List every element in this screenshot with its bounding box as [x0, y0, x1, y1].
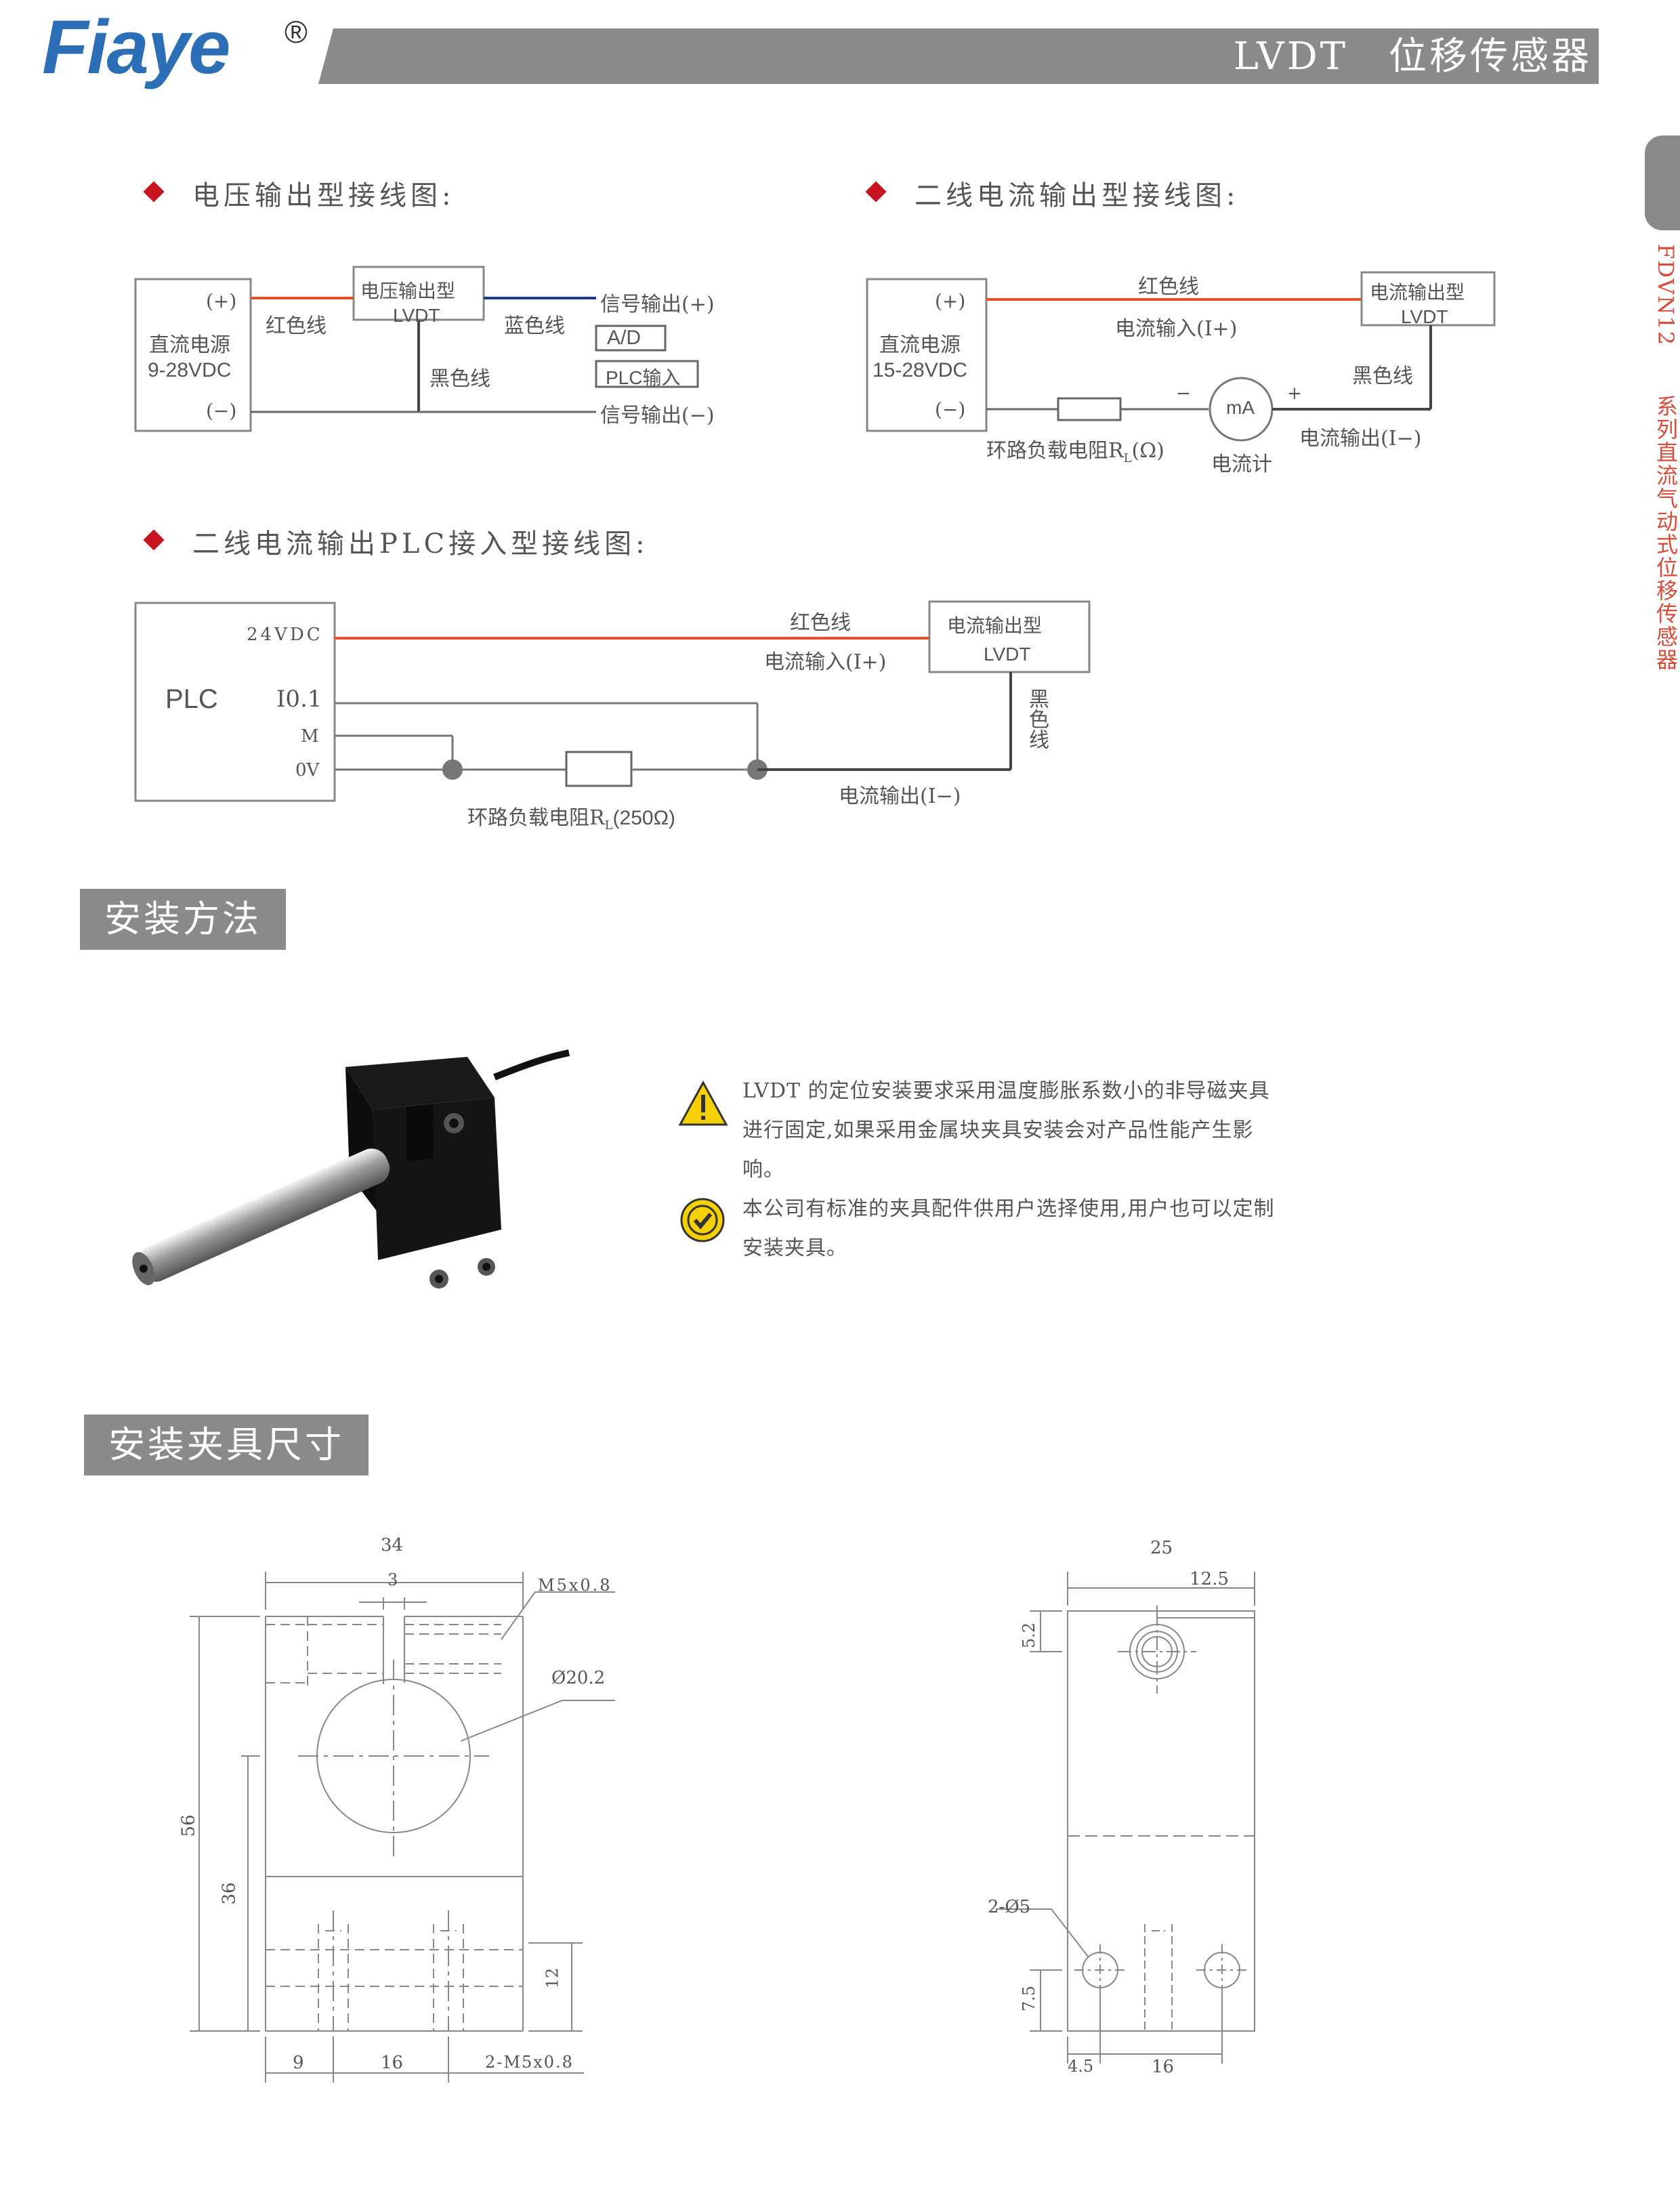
- ad-box: [595, 325, 667, 352]
- plc-input-box: [595, 360, 699, 388]
- pin-0v: 0V: [295, 760, 320, 780]
- side-tab: [1645, 135, 1680, 230]
- red-wire-label: 红色线: [1138, 275, 1199, 299]
- supply-minus: (−): [206, 400, 237, 422]
- black-wire-label: 黑色线: [429, 367, 490, 391]
- dim-hole-height: 7.5: [1020, 1985, 1039, 2012]
- signal-plus: 信号输出(+): [600, 293, 715, 316]
- supply-plus: (+): [935, 290, 966, 312]
- plc-label: PLC: [165, 684, 218, 714]
- check-note: 本公司有标准的夹具配件供用户选择使用,用户也可以定制安装夹具。: [742, 1197, 1275, 1260]
- plc-input-label: PLC输入: [606, 367, 681, 388]
- resistor-label: 环路负载电阻RL(Ω): [986, 439, 1164, 465]
- dim-left-offset: 9: [293, 2053, 304, 2073]
- current-in-label: 电流输入(I+): [764, 650, 887, 674]
- current-wiring-title: 二线电流输出型接线图:: [915, 180, 1240, 211]
- device-label-1: 电流输出型: [1370, 281, 1465, 304]
- clamp-front-view: [190, 1572, 615, 2083]
- signal-minus: 信号输出(−): [600, 404, 715, 427]
- meter-label: mA: [1226, 397, 1255, 418]
- supply-minus: (−): [935, 398, 966, 421]
- side-series: 系列直流气动式位移传感器: [1654, 395, 1678, 672]
- device-label-1: 电流输出型: [947, 614, 1043, 637]
- bullet-icon: [865, 181, 887, 203]
- device-label-2: LVDT: [1401, 306, 1448, 327]
- pin-m: M: [301, 726, 319, 747]
- plc-wiring-title: 二线电流输出PLC接入型接线图:: [192, 528, 649, 560]
- dim-side-half: 12.5: [1190, 1569, 1229, 1589]
- pin-io: I0.1: [276, 686, 322, 713]
- junction-dot: [442, 759, 463, 780]
- ammeter-label: 电流计: [1211, 453, 1272, 476]
- dim-hole-left: 4.5: [1068, 2057, 1094, 2076]
- dim-bottom-thread: 2-M5x0.8: [485, 2053, 574, 2072]
- dim-slot: 3: [387, 1570, 398, 1589]
- load-resistor: [565, 751, 633, 787]
- meter-plus: +: [1287, 383, 1302, 404]
- voltage-wiring-title: 电压输出型接线图:: [192, 180, 455, 211]
- dim-pitch: 16: [381, 2053, 404, 2073]
- red-wire-label: 红色线: [266, 314, 327, 338]
- warning-triangle-icon: [678, 1080, 728, 1126]
- power-supply-box: [866, 278, 988, 432]
- dim-bore: Ø20.2: [551, 1668, 606, 1688]
- brand-logo: Fiaye: [42, 5, 230, 89]
- meter-minus: −: [1176, 383, 1191, 404]
- current-wiring-diagram: [866, 271, 1496, 442]
- dim-height: 56: [178, 1814, 199, 1837]
- supply-range: 15-28VDC: [873, 359, 968, 381]
- dim-width: 34: [381, 1535, 404, 1555]
- plc-wiring-diagram: [134, 600, 1091, 802]
- header-bar: [318, 28, 1599, 84]
- ad-label: A/D: [607, 327, 642, 349]
- device-label-2: LVDT: [393, 305, 440, 326]
- install-banner: 安装方法: [80, 889, 286, 950]
- load-resistor: [1057, 397, 1122, 421]
- dim-side-width: 25: [1150, 1538, 1173, 1558]
- dim-thread: M5x0.8: [538, 1576, 612, 1595]
- red-wire-label: 红色线: [790, 611, 851, 635]
- voltage-wiring-diagram: [134, 266, 699, 432]
- current-out-label: 电流输出(I−): [839, 784, 961, 808]
- dim-side-pitch: 16: [1152, 2057, 1175, 2077]
- check-circle-icon: [680, 1198, 725, 1242]
- supply-name: 直流电源: [149, 333, 230, 357]
- bullet-icon: [143, 181, 165, 203]
- dim-top-offset: 5.2: [1020, 1622, 1039, 1649]
- side-model: FDVN12: [1653, 244, 1679, 347]
- dim-hole-depth: 12: [543, 1967, 562, 1989]
- warning-note: LVDT 的定位安装要求采用温度膨胀系数小的非导磁夹具进行固定,如果采用金属块夹…: [742, 1079, 1270, 1181]
- black-wire-label: 黑色线: [1352, 364, 1413, 388]
- lvdt-product-photo: [132, 1049, 570, 1289]
- supply-plus: (+): [206, 290, 237, 312]
- pin-24v: 24VDC: [247, 625, 323, 645]
- dim-holes: 2-Ø5: [988, 1897, 1031, 1917]
- power-supply-box: [134, 278, 252, 432]
- supply-range: 9-28VDC: [148, 359, 232, 381]
- bullet-icon: [143, 529, 165, 551]
- black-wire-label: 黑色线: [1025, 688, 1049, 749]
- resistor-label: 环路负载电阻RL(250Ω): [467, 806, 676, 833]
- dim-center: 36: [219, 1882, 240, 1905]
- registered-mark: ®: [285, 14, 308, 49]
- side-label: FDVN12 系列直流气动式位移传感器: [1650, 244, 1680, 671]
- blue-wire-label: 蓝色线: [504, 314, 565, 338]
- device-label-1: 电压输出型: [360, 280, 456, 302]
- device-label-2: LVDT: [984, 644, 1031, 665]
- current-in-label: 电流输入(I+): [1115, 317, 1238, 341]
- page-title: LVDT 位移传感器: [1233, 35, 1592, 79]
- current-out-label: 电流输出(I−): [1299, 427, 1422, 451]
- supply-name: 直流电源: [879, 333, 961, 357]
- clamp-banner: 安装夹具尺寸: [84, 1415, 369, 1476]
- plc-box: [134, 602, 336, 802]
- clamp-side-view: [996, 1572, 1255, 2064]
